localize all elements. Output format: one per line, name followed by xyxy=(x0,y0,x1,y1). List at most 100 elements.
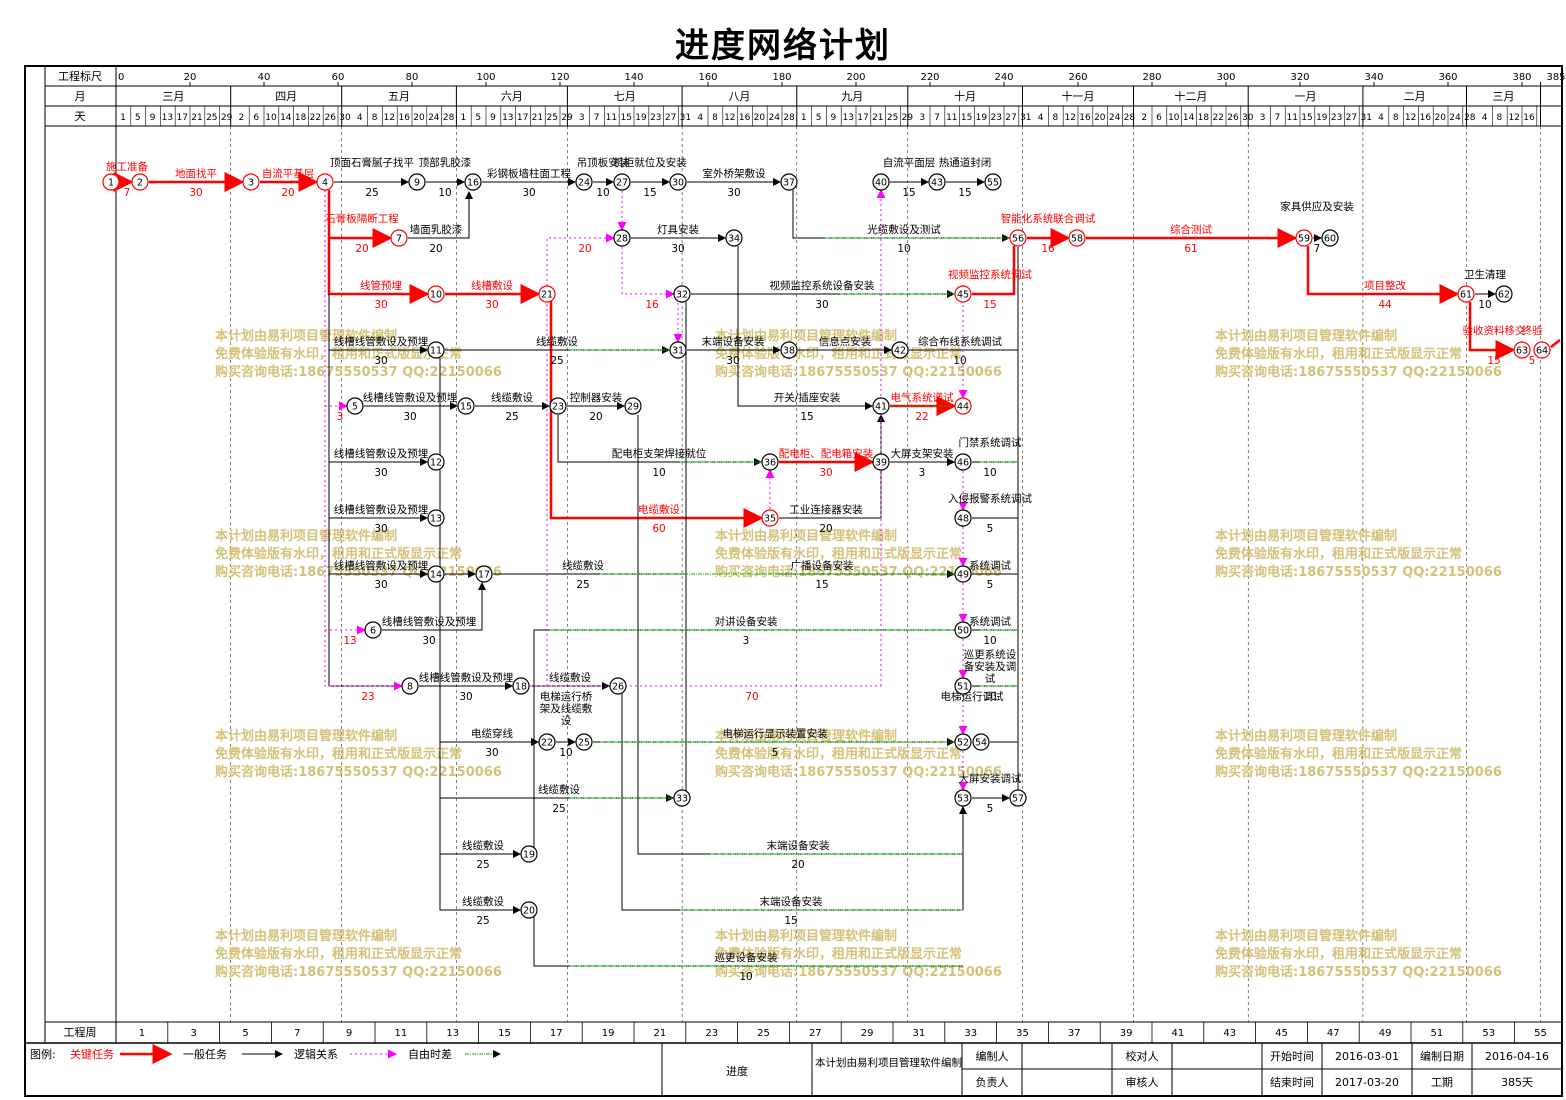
svg-text:30: 30 xyxy=(672,178,684,189)
svg-text:51: 51 xyxy=(957,682,969,693)
task-duration: 22 xyxy=(915,411,928,423)
scale-tick: 60 xyxy=(332,72,345,83)
task-label: 电缆穿线 xyxy=(471,727,513,740)
day-cell: 1 xyxy=(120,113,126,123)
task-label: 墙面乳胶漆 xyxy=(410,223,463,236)
watermark-text: 本计划由易利项目管理软件编制 xyxy=(215,528,397,544)
event-node: 11 xyxy=(427,341,445,359)
month-cell: 八月 xyxy=(728,90,750,103)
outer-frame xyxy=(24,65,1563,1097)
task-label: 配电柜支架焊接就位 xyxy=(612,447,707,460)
day-cell: 11 xyxy=(606,113,617,123)
day-cell: 17 xyxy=(176,113,187,123)
task-duration: 25 xyxy=(476,915,489,927)
svg-text:19: 19 xyxy=(523,850,535,861)
task-label: 线缆敷设 xyxy=(562,559,604,572)
event-node: 40 xyxy=(872,173,890,191)
scale-tick: 320 xyxy=(1290,72,1309,83)
day-cell: 27 xyxy=(1346,113,1357,123)
task-duration: 25 xyxy=(365,187,378,199)
week-cell: 31 xyxy=(913,1028,926,1039)
task-label: 地面找平 xyxy=(175,167,217,180)
day-cell: 12 xyxy=(384,113,395,123)
day-cell: 23 xyxy=(1331,113,1342,123)
page-title: 进度网络计划 xyxy=(675,26,891,66)
event-node: 60 xyxy=(1321,229,1339,247)
task-duration: 10 xyxy=(652,467,665,479)
task-label: 石膏板隔断工程 xyxy=(325,212,399,225)
day-cell: 27 xyxy=(665,113,676,123)
svg-text:6: 6 xyxy=(370,626,376,637)
svg-text:60: 60 xyxy=(1324,234,1336,245)
event-node: 6 xyxy=(364,621,382,639)
day-cell: 23 xyxy=(990,113,1001,123)
svg-text:46: 46 xyxy=(957,458,969,469)
svg-text:24: 24 xyxy=(578,178,590,189)
svg-text:54: 54 xyxy=(975,738,987,749)
scale-tick: 200 xyxy=(846,72,865,83)
week-cell: 19 xyxy=(602,1028,615,1039)
day-cell: 17 xyxy=(517,113,528,123)
event-node: 58 xyxy=(1068,229,1086,247)
task-duration: 25 xyxy=(552,803,565,815)
day-cell: 29 xyxy=(902,113,914,123)
event-node: 1 xyxy=(102,173,120,191)
task-label: 信息点安装 xyxy=(819,335,872,348)
task-label: 末端设备安装 xyxy=(760,895,823,908)
task-duration: 10 xyxy=(897,243,910,255)
task-duration: 30 xyxy=(374,579,387,591)
day-cell: 15 xyxy=(1301,113,1312,123)
footer-start-label: 开始时间 xyxy=(1270,1049,1314,1063)
footer-duration-label: 工期 xyxy=(1431,1076,1453,1089)
watermark-text: 免费体验版有水印，租用和正式版显示正常 xyxy=(215,746,462,762)
month-cell: 五月 xyxy=(388,90,410,103)
event-node: 39 xyxy=(872,453,890,471)
task-label: 控制器安装 xyxy=(570,391,623,404)
week-cell: 9 xyxy=(346,1028,352,1039)
task-duration: 25 xyxy=(576,579,589,591)
svg-text:32: 32 xyxy=(676,290,688,301)
event-node: 46 xyxy=(954,453,972,471)
event-node: 37 xyxy=(780,173,798,191)
day-cell: 7 xyxy=(594,113,600,123)
watermark-text: 购买咨询电话:18675550537 QQ:22150066 xyxy=(715,764,1002,780)
svg-text:33: 33 xyxy=(676,794,688,805)
event-node: 21 xyxy=(538,285,556,303)
event-node: 61 xyxy=(1457,285,1475,303)
watermark-text: 本计划由易利项目管理软件编制 xyxy=(1215,928,1397,944)
task-label: 电梯运行显示装置安装 xyxy=(723,727,828,740)
task-duration: 10 xyxy=(983,635,996,647)
day-cell: 13 xyxy=(842,113,853,123)
svg-text:10: 10 xyxy=(430,290,442,301)
event-node: 2 xyxy=(131,173,149,191)
event-node: 62 xyxy=(1495,285,1513,303)
task-label: 终验 xyxy=(1522,324,1544,337)
task-label: 线槽线管敷设及预埋 xyxy=(334,503,429,516)
task-duration: 5 xyxy=(987,579,994,591)
scale-tick: 100 xyxy=(476,72,495,83)
svg-text:14: 14 xyxy=(430,570,442,581)
event-node: 7 xyxy=(390,229,408,247)
task-label: 大屏安装调试 xyxy=(959,772,1022,785)
footer-note: 本计划由易利项目管理软件编制 xyxy=(815,1056,962,1069)
event-node: 29 xyxy=(624,397,642,415)
event-node: 57 xyxy=(1009,789,1027,807)
task-duration: 30 xyxy=(815,299,828,311)
task-duration: 30 xyxy=(422,635,435,647)
footer-checker-label: 校对人 xyxy=(1126,1049,1159,1063)
task-label: 广播设备安装 xyxy=(791,559,854,572)
task-label: 卫生清理 xyxy=(1464,268,1506,281)
watermark-text: 购买咨询电话:18675550537 QQ:22150066 xyxy=(1215,764,1502,780)
day-cell: 9 xyxy=(831,113,837,123)
task-duration: 20 xyxy=(429,243,442,255)
week-cell: 17 xyxy=(550,1028,563,1039)
task-label: 线缆敷设 xyxy=(462,839,504,852)
task-duration: 7 xyxy=(1314,243,1321,255)
svg-text:57: 57 xyxy=(1012,794,1024,805)
float-value: 16 xyxy=(645,299,659,311)
month-cell: 三月 xyxy=(1493,90,1515,103)
task-duration: 30 xyxy=(374,299,387,311)
week-cell: 53 xyxy=(1482,1028,1495,1039)
day-cell: 7 xyxy=(934,113,940,123)
footer-compiler-label: 编制人 xyxy=(976,1049,1009,1063)
